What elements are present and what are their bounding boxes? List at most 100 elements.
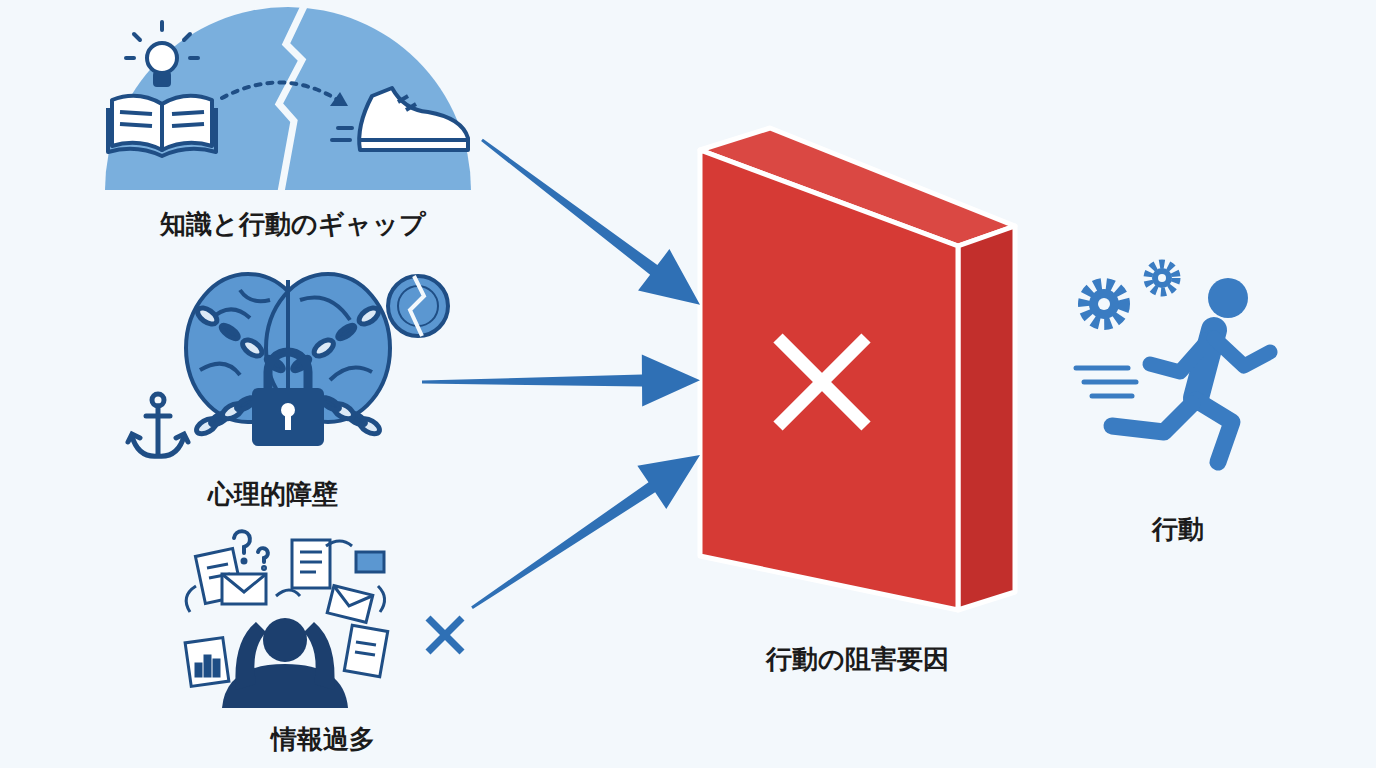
chain-icon	[219, 323, 240, 341]
gap-group: 知識と行動のギャップ	[105, 0, 480, 240]
dotted-arrow	[330, 92, 348, 106]
runner-icon	[1208, 278, 1248, 318]
gear-icon	[1084, 284, 1124, 324]
anchor-icon	[128, 434, 140, 442]
document-icon	[300, 571, 316, 574]
padlock-icon	[268, 352, 308, 392]
lightbulb-icon	[126, 22, 198, 85]
book-icon	[108, 96, 216, 156]
runner-icon	[1076, 264, 1270, 462]
envelope-icon	[327, 586, 373, 623]
cross-mark	[428, 618, 462, 652]
wall-shape	[700, 128, 1015, 610]
curved-arrow	[326, 541, 352, 546]
broken-coin-icon	[388, 276, 448, 336]
book-icon	[108, 108, 216, 156]
lightbulb-icon	[155, 73, 169, 85]
document-icon	[344, 625, 387, 677]
cross-mark	[778, 338, 866, 426]
wall-shape	[700, 150, 958, 610]
padlock-icon	[252, 352, 324, 446]
anchor-icon	[146, 414, 170, 419]
broken-coin-icon	[398, 286, 438, 326]
node-label: 行動の阻害要因	[766, 644, 949, 675]
document-icon	[292, 540, 330, 588]
document-icon	[355, 652, 375, 655]
flow-arrow	[481, 139, 700, 305]
question-mark	[234, 531, 268, 569]
node-label: 情報過多	[271, 724, 375, 755]
document-icon	[300, 551, 322, 554]
document-icon	[196, 664, 201, 676]
flow-arrow	[422, 355, 700, 407]
person-icon	[263, 618, 307, 662]
dotted-arrow	[222, 82, 338, 100]
question-mark	[234, 531, 250, 553]
question-mark	[243, 560, 246, 563]
runner-icon	[1076, 366, 1128, 371]
curved-arrow	[276, 590, 300, 596]
anchor-icon	[176, 434, 188, 442]
runner-icon	[1112, 404, 1192, 432]
cross-mark	[428, 618, 462, 652]
curved-arrow	[186, 541, 384, 612]
book-icon	[120, 112, 152, 114]
gear-icon	[1158, 274, 1166, 282]
gap-icon	[105, 2, 471, 192]
book-icon	[112, 96, 162, 150]
shoe-icon	[398, 96, 408, 102]
envelope-icon	[222, 574, 266, 592]
book-icon	[120, 124, 152, 126]
brain-icon	[200, 290, 372, 380]
dotted-arrow	[222, 82, 348, 106]
overload-group: 情報過多	[175, 525, 470, 755]
person-icon	[222, 618, 348, 708]
gear-icon	[1084, 264, 1176, 324]
lightbulb-icon	[126, 56, 134, 60]
runner-icon	[1214, 338, 1270, 366]
cross-mark	[778, 338, 866, 426]
envelope-icon	[222, 552, 384, 622]
shoe-icon	[359, 88, 468, 150]
book-icon	[172, 112, 204, 114]
runner-icon	[1084, 380, 1136, 385]
book-icon	[162, 96, 212, 150]
document-icon	[185, 638, 229, 687]
shoe-icon	[332, 138, 350, 142]
runner-icon	[1196, 400, 1232, 462]
cross-mark	[778, 338, 866, 426]
lightbulb-icon	[147, 43, 177, 73]
chain-icon	[336, 323, 357, 341]
chain-icon	[194, 305, 382, 437]
barrier-icon	[128, 274, 448, 456]
node-label: 知識と行動のギャップ	[160, 209, 426, 240]
gear-icon	[1152, 268, 1172, 288]
document-icon	[205, 656, 210, 676]
book-icon	[172, 124, 204, 126]
document-icon	[356, 642, 376, 645]
gear-icon	[1148, 264, 1176, 292]
padlock-icon	[252, 388, 324, 446]
runner-icon	[1150, 338, 1210, 372]
gap-icon	[279, 2, 306, 192]
gear-icon	[1089, 289, 1119, 319]
chain-icon	[240, 337, 265, 360]
question-mark	[258, 548, 268, 562]
chain-icon	[195, 305, 220, 328]
person-icon	[304, 622, 335, 690]
broken-coin-icon	[410, 276, 424, 336]
shoe-icon	[332, 88, 468, 150]
flow-arrow	[471, 455, 700, 609]
broken-coin-icon	[388, 276, 448, 336]
document-icon	[214, 660, 219, 676]
runner-icon	[1092, 394, 1132, 399]
lightbulb-icon	[190, 56, 198, 60]
document-icon	[207, 564, 228, 568]
curved-arrow	[378, 586, 385, 612]
shoe-icon	[360, 138, 468, 142]
anchor-icon	[128, 394, 188, 456]
document-icon	[300, 561, 322, 564]
runner-icon	[1076, 330, 1270, 462]
barrier-group: 心理的障壁	[125, 265, 420, 510]
